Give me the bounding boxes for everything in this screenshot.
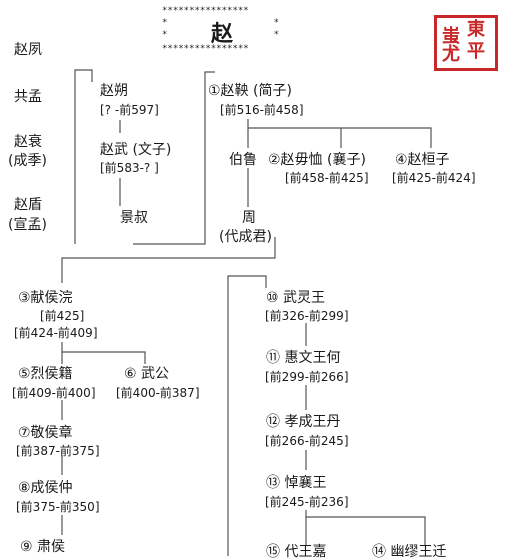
person-huiwenwang: ⑪ 惠文王何 [266, 350, 341, 366]
title-star-right: * [273, 18, 279, 28]
person-wugong: ⑥ 武公 [124, 366, 170, 382]
person-jianzi: ①赵鞅 (简子) [208, 83, 292, 99]
years-zhao-wu: [前583-? ] [100, 161, 159, 175]
person-jingshu: 景叔 [120, 210, 148, 226]
years-liehou: [前409-前400] [12, 386, 96, 400]
person-suhou: ⑨ 肃侯 [20, 539, 66, 555]
person-xiangzi: ②赵毋恤 (襄子) [268, 152, 366, 168]
years-jianzi: [前516-前458] [220, 103, 304, 117]
person-gong-meng: 共孟 [14, 89, 42, 105]
person-zhou-title: (代成君) [219, 229, 272, 245]
person-xianhou: ③献侯浣 [18, 290, 73, 306]
person-zhao-su: 赵夙 [14, 42, 42, 58]
title-stars-top: **************** [162, 6, 249, 16]
person-youmiu-wang-qian: ⑭ 幽缪王迁 [372, 544, 447, 560]
seal-char: 平 [467, 41, 485, 62]
person-zhao-shuo: 赵朔 [100, 83, 128, 99]
person-chenghou: ⑧成侯仲 [18, 480, 73, 496]
person-zhou: 周 [242, 210, 256, 226]
seal-char: 東 [467, 19, 485, 40]
title-box: **************** * * * * 赵 *************… [162, 7, 282, 55]
person-jinghou: ⑦敬侯章 [18, 425, 73, 441]
years-xianhou-1: [前425] [40, 309, 85, 323]
years-chenghou: [前375-前350] [16, 500, 100, 514]
person-wulingwang: ⑩ 武灵王 [266, 290, 326, 306]
person-huanzi: ④赵桓子 [395, 152, 450, 168]
years-wulingwang: [前326-前299] [265, 309, 349, 323]
person-zhao-dun-title: (宣孟) [8, 217, 47, 233]
years-xiaochengwang: [前266-前245] [265, 434, 349, 448]
title-star-right-2: * [273, 30, 279, 40]
page-title: 赵 [210, 22, 233, 47]
person-zhao-cui-title: (成季) [8, 153, 47, 169]
years-wugong: [前400-前387] [116, 386, 200, 400]
years-xianhou-2: [前424-前409] [14, 326, 98, 340]
person-daoxiangwang: ⑬ 悼襄王 [266, 475, 327, 491]
person-zhao-wu: 赵武 (文子) [100, 142, 172, 158]
years-xiangzi: [前458-前425] [285, 171, 369, 185]
seal-char: 蚩 [442, 26, 460, 47]
person-dai-wang-jia: ⑮ 代王嘉 [266, 544, 327, 560]
title-star-left: * [162, 18, 168, 28]
years-daoxiangwang: [前245-前236] [265, 495, 349, 509]
years-huiwenwang: [前299-前266] [265, 370, 349, 384]
person-bolu: 伯鲁 [229, 152, 257, 168]
person-liehou: ⑤烈侯籍 [18, 366, 73, 382]
person-zhao-cui: 赵衰 [14, 134, 42, 150]
years-jinghou: [前387-前375] [16, 444, 100, 458]
title-stars-bottom: **************** [162, 44, 249, 54]
seal-char: 尤 [442, 44, 460, 65]
years-huanzi: [前425-前424] [392, 171, 476, 185]
title-star-left-2: * [162, 30, 168, 40]
person-zhao-dun: 赵盾 [14, 197, 42, 213]
years-zhao-shuo: [? -前597] [100, 103, 159, 117]
seal-stamp: 東 蚩 平 尤 [434, 15, 498, 71]
person-xiaochengwang: ⑫ 孝成王丹 [266, 414, 341, 430]
